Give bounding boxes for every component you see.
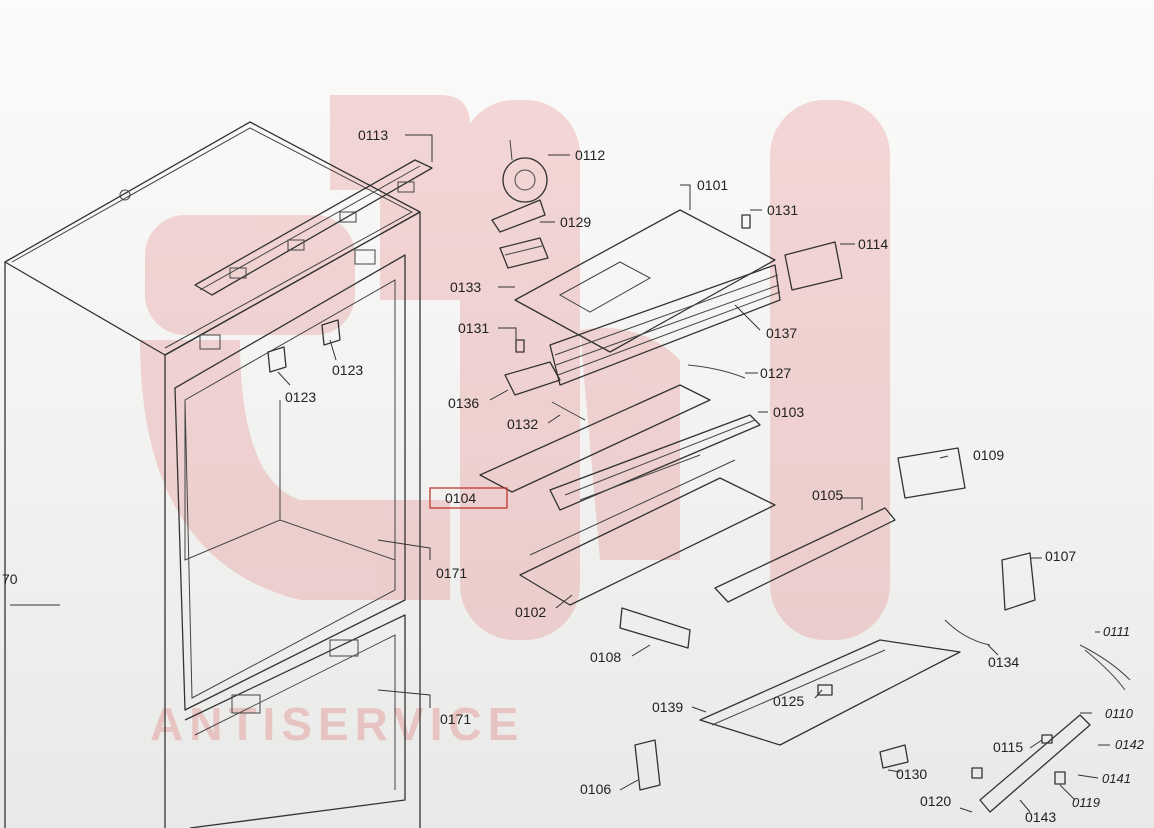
label-0131-a: 0131 [767,202,798,218]
label-0103: 0103 [773,404,804,420]
label-0105: 0105 [812,487,843,503]
label-0112: 0112 [575,147,605,163]
channel-0105 [714,507,896,603]
evaporator [514,209,843,386]
label-0131-b: 0131 [458,320,489,336]
label-0141: 0141 [1102,771,1131,786]
label-0115: 0115 [993,739,1023,755]
label-0108: 0108 [590,649,621,665]
label-0104: 0104 [445,490,476,506]
label-0119: 0119 [1072,795,1100,810]
label-0130: 0130 [896,766,927,782]
label-0123-b: 0123 [285,389,316,405]
cabinet [4,121,433,828]
label-0134: 0134 [988,654,1019,670]
label-0113: 0113 [358,127,388,143]
label-0137: 0137 [766,325,797,341]
label-0142: 0142 [1115,737,1145,752]
label-0132: 0132 [507,416,538,432]
label-0101: 0101 [697,177,728,193]
label-0133: 0133 [450,279,481,295]
watermark-text: ANTISERVICE [150,698,524,750]
label-0114: 0114 [858,236,888,252]
tray-0102 [519,459,776,606]
label-0143: 0143 [1025,809,1056,825]
label-0110: 0110 [1105,706,1134,721]
clip-0129 [499,237,549,269]
label-0125: 0125 [773,693,804,709]
label-0171-a: 0171 [436,565,467,581]
label-0123-a: 0123 [332,362,363,378]
part-labels: 0113 0112 0101 0131 0129 0114 0133 0131 … [2,127,1145,825]
leader-lines [10,134,1110,813]
label-0129: 0129 [560,214,591,230]
tray-0104 [479,384,761,511]
label-0109: 0109 [973,447,1004,463]
label-70: 70 [2,571,18,587]
label-0139: 0139 [652,699,683,715]
plate-0139 [699,639,961,746]
label-0136: 0136 [448,395,479,411]
label-0171-b: 0171 [440,711,471,727]
label-0102: 0102 [515,604,546,620]
label-0111: 0111 [1103,624,1130,639]
box-0136 [504,361,561,396]
label-0106: 0106 [580,781,611,797]
fan-assembly [491,139,548,233]
highlight-box-0104 [429,487,508,509]
label-0127: 0127 [760,365,791,381]
label-0120: 0120 [920,793,951,809]
label-0107: 0107 [1045,548,1076,564]
